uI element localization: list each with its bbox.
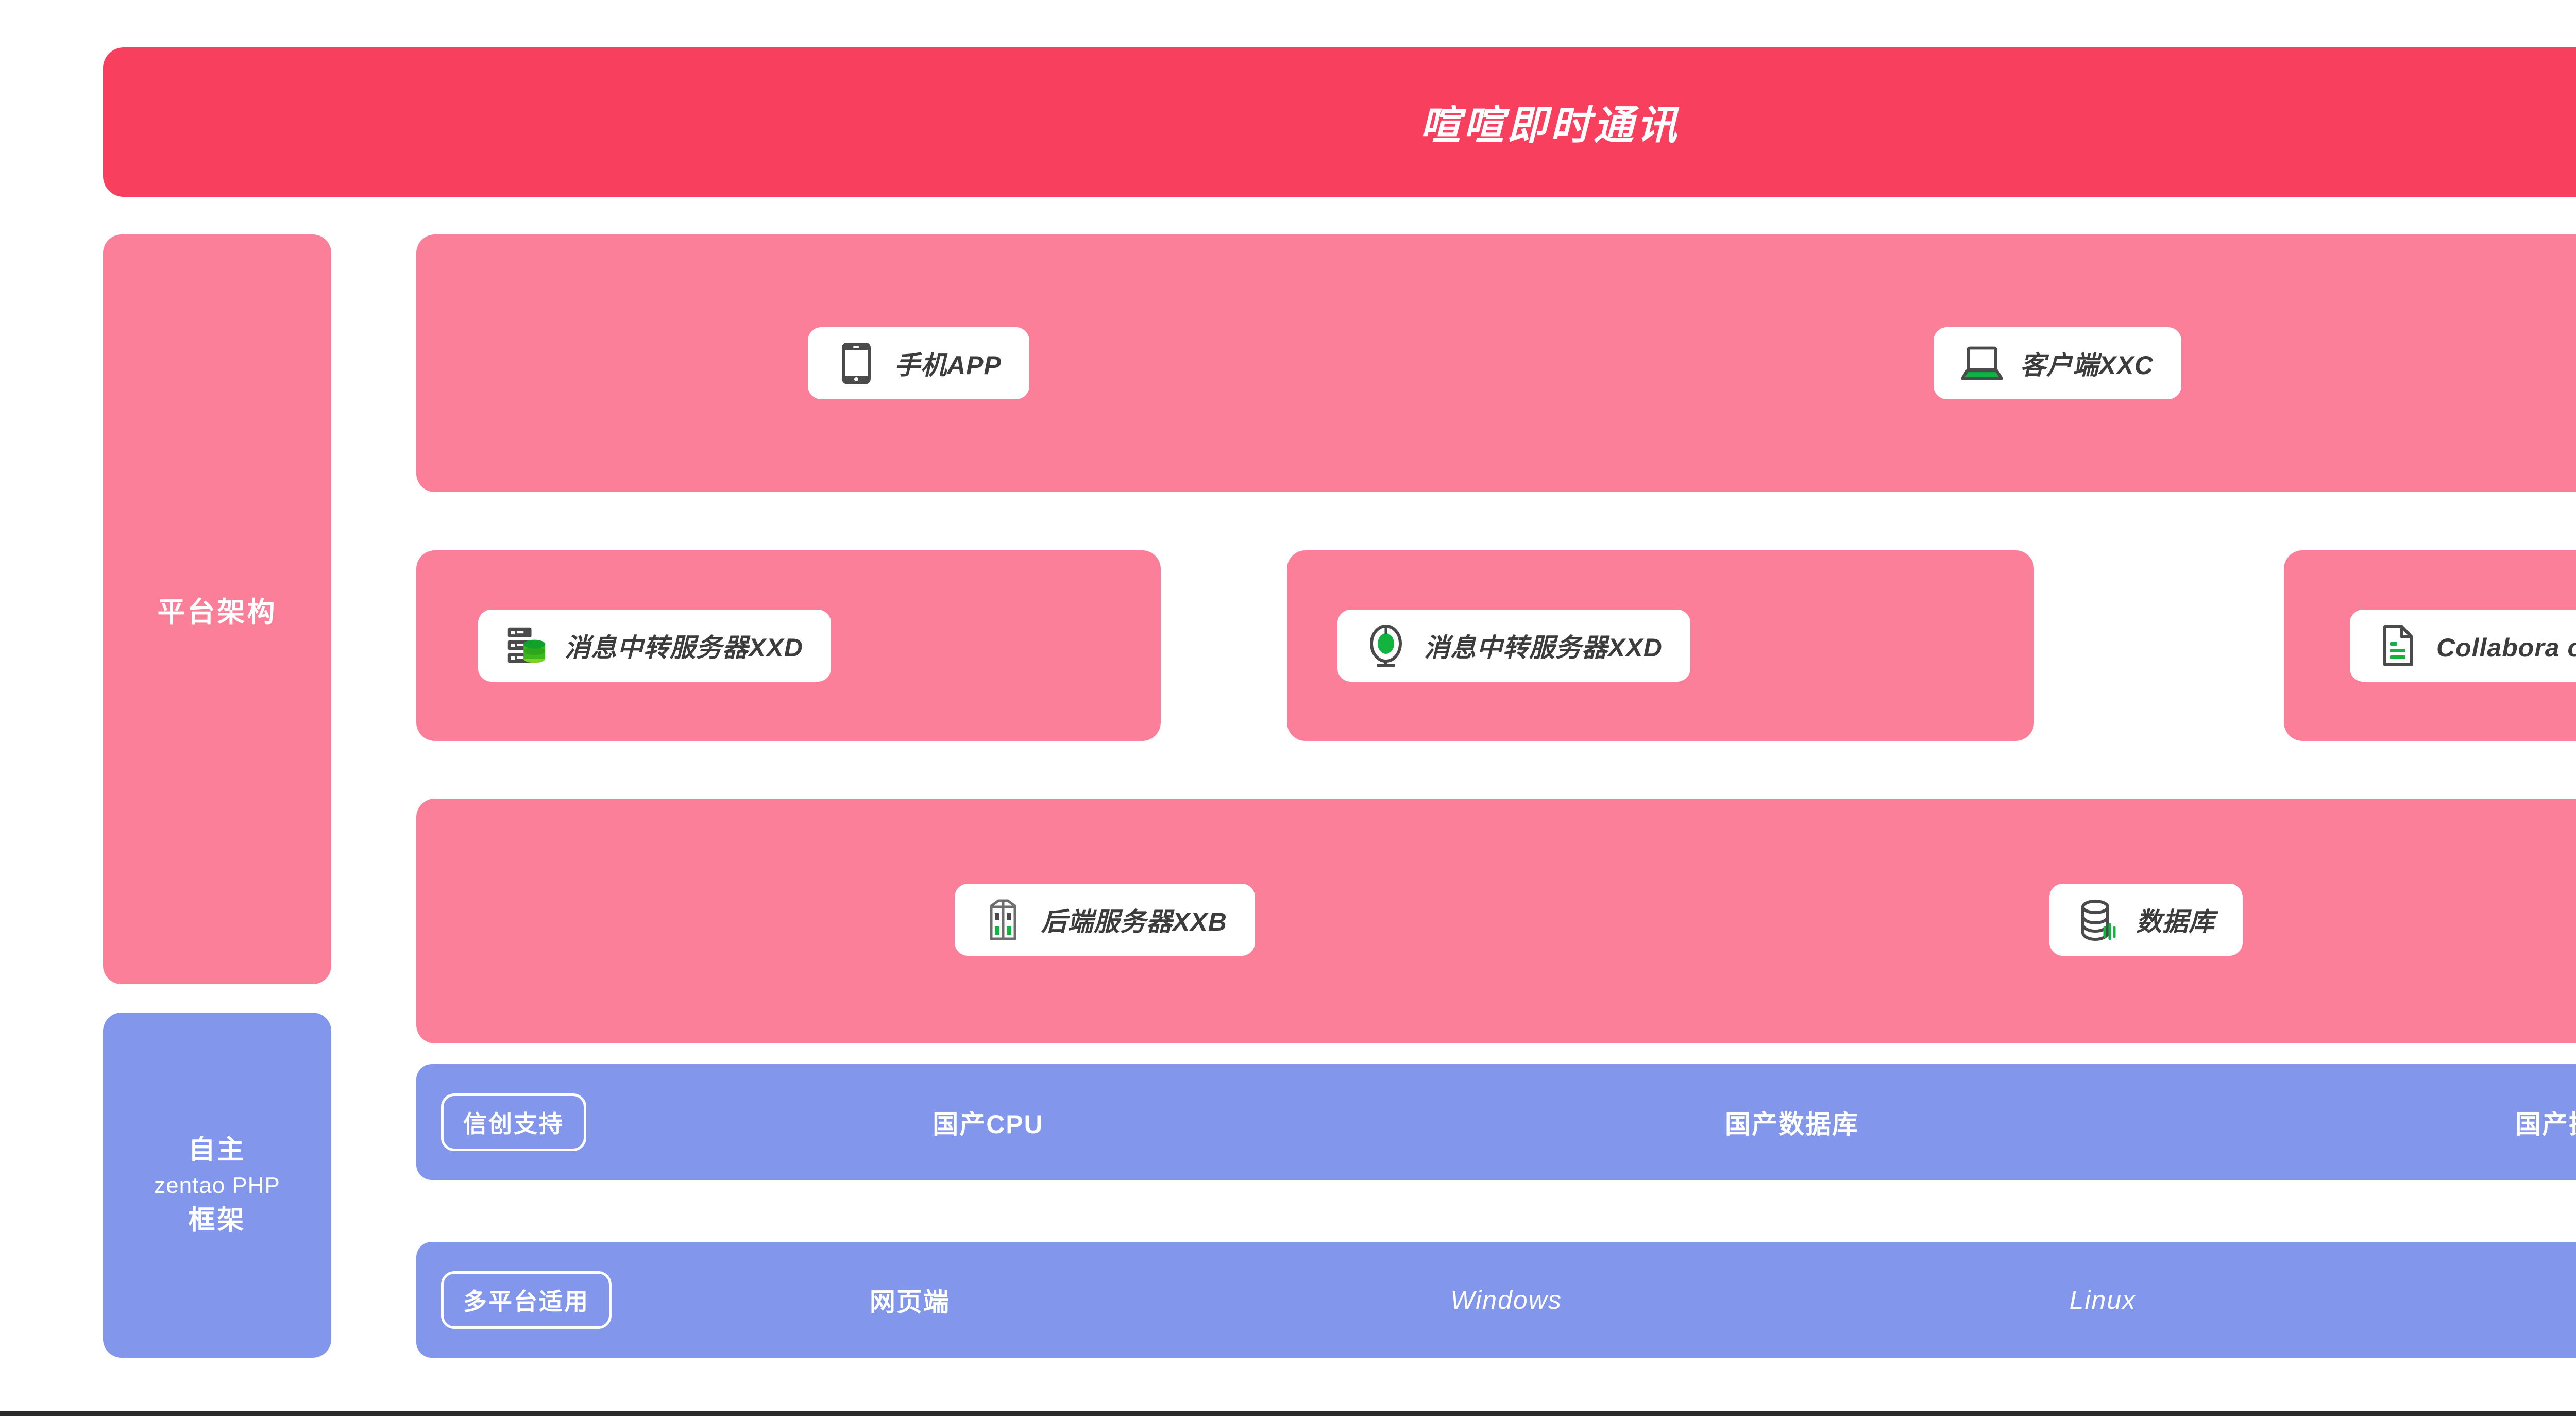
- card-database[interactable]: 数据库: [2049, 884, 2243, 956]
- card-relay-server-xxd-a[interactable]: 消息中转服务器XXD: [478, 610, 831, 682]
- foundation-items-row-2: 网页端 Windows Linux macOS: [612, 1242, 2576, 1358]
- card-label: 客户端XXC: [2020, 351, 2154, 380]
- badge-xinchuang-support: 信创支持: [441, 1093, 586, 1151]
- card-mobile-app[interactable]: 手机APP: [808, 327, 1029, 399]
- band-relay-a: 消息中转服务器XXD: [416, 550, 1161, 741]
- diagram-body: 平台架构 自主 zentao PHP 框架: [103, 234, 2576, 1358]
- card-label: 数据库: [2136, 907, 2215, 936]
- foundation-items-row-1: 国产CPU 国产数据库 国产操作系统: [586, 1064, 2576, 1180]
- rail-label-autonomy-bottom: 框架: [188, 1205, 246, 1235]
- foundation-item-linux: Linux: [2069, 1285, 2137, 1314]
- band-relay-b: 消息中转服务器XXD: [1287, 550, 2034, 741]
- left-rail: 平台架构 自主 zentao PHP 框架: [103, 234, 331, 1358]
- foundation-item-domestic-database: 国产数据库: [1725, 1109, 1859, 1139]
- rail-label-autonomy-framework: zentao PHP: [154, 1172, 280, 1198]
- foundation-bar-multiplatform: 多平台适用 网页端 Windows Linux macOS: [416, 1242, 2576, 1358]
- rail-label-platform: 平台架构: [157, 597, 277, 628]
- foundation-item-windows: Windows: [1450, 1285, 1562, 1314]
- header-banner: 喧喧即时通讯: [103, 47, 2576, 197]
- broadcast-radar-icon: [1365, 625, 1406, 667]
- rail-section-autonomy: 自主 zentao PHP 框架: [103, 1013, 331, 1358]
- card-label: 消息中转服务器XXD: [1424, 633, 1663, 662]
- card-label: 后端服务器XXB: [1041, 907, 1227, 936]
- foundation-item-domestic-cpu: 国产CPU: [933, 1109, 1044, 1139]
- rail-label-autonomy-top: 自主: [188, 1135, 246, 1165]
- foundation-item-domestic-os: 国产操作系统: [2515, 1109, 2576, 1139]
- card-relay-server-xxd-b[interactable]: 消息中转服务器XXD: [1337, 610, 1690, 682]
- foundation-bar-xinchuang: 信创支持 国产CPU 国产数据库 国产操作系统: [416, 1064, 2576, 1180]
- band-relay-c: Collabora online文档服务: [2284, 550, 2576, 741]
- card-backend-server-xxb[interactable]: 后端服务器XXB: [955, 884, 1255, 956]
- foundation-item-web: 网页端: [869, 1287, 950, 1317]
- card-collabora-document-service[interactable]: Collabora online文档服务: [2350, 610, 2576, 682]
- mobile-phone-icon: [836, 343, 877, 384]
- card-label: 消息中转服务器XXD: [565, 633, 803, 662]
- foundation-item-macos: macOS: [2401, 1285, 2576, 1315]
- band-client-layer: 手机APP 客户端XXC: [416, 234, 2576, 492]
- page-title: 喧喧即时通讯: [1420, 103, 1680, 148]
- server-rack-icon: [982, 899, 1024, 940]
- card-desktop-client[interactable]: 客户端XXC: [1934, 327, 2181, 399]
- document-icon: [2378, 625, 2419, 666]
- laptop-icon: [1961, 343, 2003, 384]
- card-label: Collabora online文档服务: [2436, 633, 2576, 662]
- content-column: 手机APP 客户端XXC: [416, 234, 2576, 1358]
- band-backend-layer: 后端服务器XXB: [416, 799, 2576, 1043]
- rail-section-platform: 平台架构: [103, 234, 331, 984]
- database-cylinder-icon: [2077, 899, 2119, 941]
- server-database-icon: [506, 625, 547, 666]
- card-label: 手机APP: [894, 351, 1002, 380]
- badge-multiplatform-support: 多平台适用: [441, 1271, 612, 1329]
